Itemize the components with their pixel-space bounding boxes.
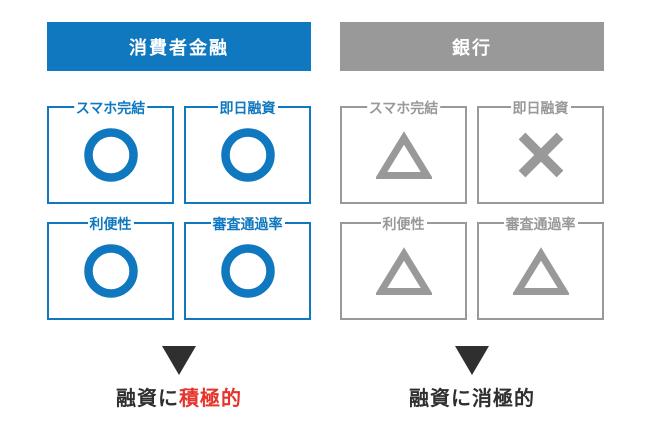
panel-bank-header: 銀行 — [340, 22, 604, 71]
caption-prefix: 融資に — [116, 388, 179, 410]
caption-bank: 融資に消極的 — [340, 387, 604, 412]
feature-box-smartphone-bank: スマホ完結 — [340, 99, 467, 204]
down-arrow-icon — [455, 346, 489, 375]
down-arrow-icon — [162, 346, 196, 375]
caption-prefix: 融資に — [409, 388, 472, 410]
caption-emphasis: 積極的 — [179, 388, 242, 410]
consumer-rating-grid: スマホ完結 即日融資 利便性 審査通過率 — [47, 99, 311, 320]
circle-icon — [220, 128, 275, 182]
triangle-icon — [512, 245, 569, 297]
feature-label-same-day-loan: 即日融資 — [217, 99, 278, 117]
feature-label-smartphone: スマホ完結 — [73, 99, 148, 117]
feature-box-approval-rate-bank: 審査通過率 — [477, 215, 604, 320]
feature-box-same-day-loan-consumer: 即日融資 — [184, 99, 311, 204]
feature-label-same-day-loan: 即日融資 — [510, 99, 571, 117]
circle-icon — [220, 244, 275, 298]
feature-box-smartphone-consumer: スマホ完結 — [47, 99, 174, 204]
feature-label-approval-rate: 審査通過率 — [503, 215, 578, 233]
panel-bank-title: 銀行 — [452, 37, 492, 58]
feature-box-approval-rate-consumer: 審査通過率 — [184, 215, 311, 320]
panel-bank: 銀行 スマホ完結 即日融資 利便性 審査通過率 融資に消極的 — [340, 22, 604, 412]
caption-emphasis: 消極的 — [472, 388, 535, 410]
caption-consumer-finance: 融資に積極的 — [47, 387, 311, 412]
feature-box-same-day-loan-bank: 即日融資 — [477, 99, 604, 204]
panel-consumer-finance: 消費者金融 スマホ完結 即日融資 利便性 審査通過率 融資に積極的 — [47, 22, 311, 412]
cross-icon — [516, 130, 566, 180]
feature-label-convenience: 利便性 — [87, 215, 134, 233]
feature-label-smartphone: スマホ完結 — [366, 99, 441, 117]
triangle-icon — [375, 245, 432, 297]
triangle-icon — [375, 129, 432, 181]
circle-icon — [83, 244, 138, 298]
bank-rating-grid: スマホ完結 即日融資 利便性 審査通過率 — [340, 99, 604, 320]
panel-consumer-finance-header: 消費者金融 — [47, 22, 311, 71]
circle-icon — [83, 128, 138, 182]
panel-consumer-finance-title: 消費者金融 — [129, 37, 229, 58]
feature-box-convenience-consumer: 利便性 — [47, 215, 174, 320]
feature-label-approval-rate: 審査通過率 — [210, 215, 285, 233]
feature-label-convenience: 利便性 — [380, 215, 427, 233]
feature-box-convenience-bank: 利便性 — [340, 215, 467, 320]
